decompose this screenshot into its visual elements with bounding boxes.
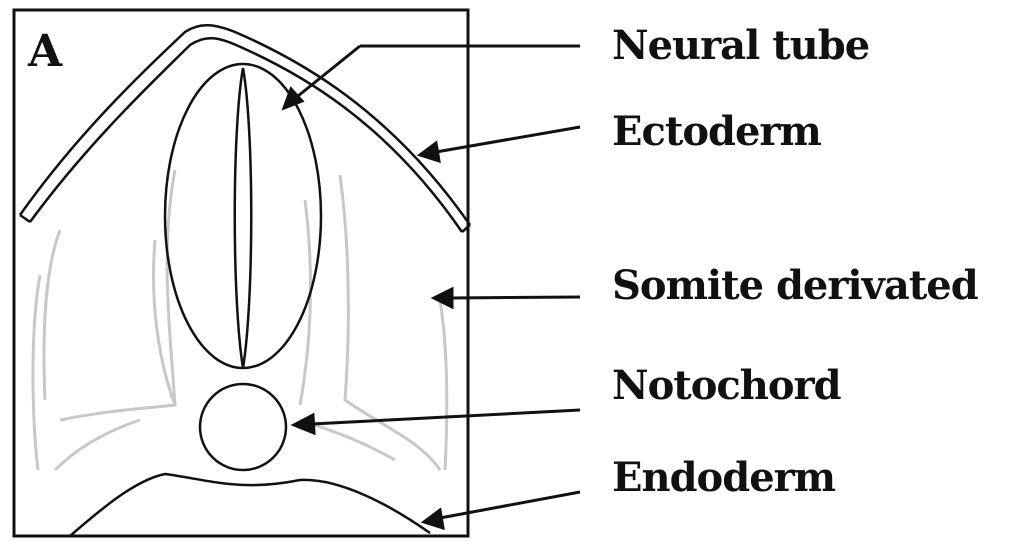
notochord-shape — [200, 384, 286, 470]
label-notochord: Notochord — [612, 366, 841, 406]
label-somite-derivated: Somite derivated — [612, 266, 978, 306]
neural-tube-shape — [165, 64, 321, 368]
ectoderm-leader — [420, 127, 580, 161]
ectoderm-outline — [20, 25, 470, 232]
endoderm-leader — [424, 492, 580, 528]
panel-letter: A — [28, 30, 62, 74]
leader-lines — [284, 46, 580, 528]
label-neural-tube: Neural tube — [612, 26, 869, 66]
label-ectoderm: Ectoderm — [612, 112, 821, 152]
notochord-leader — [294, 410, 580, 433]
somite-outlines — [33, 170, 447, 470]
neural-tube-leader — [284, 46, 580, 108]
label-endoderm: Endoderm — [612, 458, 835, 498]
endoderm-line — [70, 474, 430, 536]
somite-leader — [434, 289, 580, 307]
